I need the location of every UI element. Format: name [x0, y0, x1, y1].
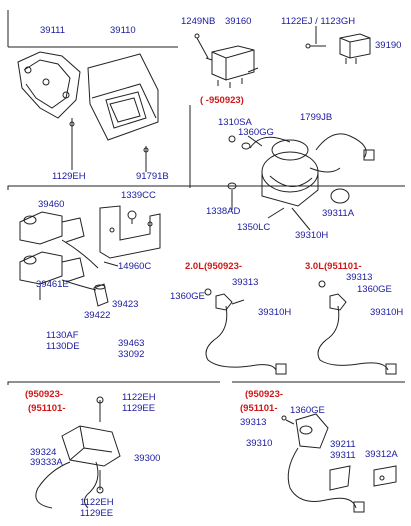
label-39422: 39422: [84, 310, 111, 321]
section-divider-main: [7, 185, 405, 190]
label-39310H-b: 39310H: [258, 307, 292, 318]
condition-950923-c: (950923-: [245, 389, 284, 400]
label-1360GE-b: 1360GE: [357, 284, 392, 295]
mounting-bracket: [99, 205, 161, 259]
label-1130AF: 1130AF: [46, 330, 79, 341]
label-1360GE-a: 1360GE: [170, 291, 205, 302]
label-39111: 39111: [40, 25, 66, 36]
label-1249NB: 1249NB: [181, 16, 216, 27]
label-1122EH-a: 1122EH: [122, 392, 156, 403]
condition-2-0L: 2.0L(950923-: [185, 261, 243, 272]
label-39333A: 39333A: [30, 457, 63, 468]
label-1129EE-a: 1129EE: [122, 403, 156, 414]
condition-950923-a: ( -950923): [200, 95, 244, 106]
crank-sensor-2-0L: [205, 293, 287, 375]
label-39461E: 39461E: [36, 279, 69, 290]
label-1130DE: 1130DE: [46, 341, 80, 352]
label-39312A: 39312A: [365, 449, 398, 460]
bracket-39312A: [373, 465, 397, 487]
label-39311A: 39311A: [322, 208, 355, 219]
ecu-39110: [87, 53, 159, 141]
label-39310H-c: 39310H: [370, 307, 404, 318]
solenoid-39460: [19, 211, 85, 245]
label-39463: 39463: [118, 338, 145, 349]
label-39423: 39423: [112, 299, 139, 310]
label-39313-b: 39313: [346, 272, 373, 283]
label-39310: 39310: [246, 438, 273, 449]
solenoid-39461E: [19, 251, 85, 300]
label-39190: 39190: [375, 40, 402, 51]
condition-951101-b: (951101-: [240, 403, 278, 414]
label-1122EJ: 1122EJ / 1123GH: [281, 16, 356, 27]
label-1310SA: 1310SA: [218, 117, 252, 128]
map-sensor-39300: [35, 425, 121, 509]
label-33092: 33092: [118, 349, 145, 360]
label-1350LC: 1350LC: [237, 222, 271, 233]
relay-39160: [205, 45, 259, 88]
label-39460: 39460: [38, 199, 65, 210]
cam-sensor-39310: [287, 413, 365, 513]
condition-950923-b: (950923-: [25, 389, 64, 400]
crank-sensor-3-0L: [317, 293, 397, 375]
label-1129EH: 1129EH: [52, 171, 86, 182]
relay-39190: [339, 33, 371, 64]
label-1122EH-b: 1122EH: [80, 497, 114, 508]
label-1360GG: 1360GG: [238, 127, 274, 138]
distributor-assembly: [241, 136, 341, 207]
label-91791B: 91791B: [136, 171, 169, 182]
label-39310H-a: 39310H: [295, 230, 329, 241]
label-39313-a: 39313: [232, 277, 259, 288]
label-39324: 39324: [30, 447, 57, 458]
sensor-wire-1799JB: [315, 133, 375, 161]
label-1799JB: 1799JB: [300, 112, 333, 123]
label-39160: 39160: [225, 16, 252, 27]
ecu-bracket-39111: [17, 51, 81, 119]
label-1129EE-b: 1129EE: [80, 508, 114, 519]
label-39300: 39300: [134, 453, 161, 464]
label-1339CC: 1339CC: [121, 190, 156, 201]
label-39313-c: 39313: [240, 417, 267, 428]
label-39110: 39110: [110, 25, 136, 36]
label-39211: 39211: [330, 439, 356, 450]
section-divider-map: [7, 381, 220, 385]
condition-951101-a: (951101-: [28, 403, 66, 414]
section-divider-ecu: [7, 10, 178, 48]
o-ring: [330, 188, 350, 204]
condition-3-0L: 3.0L(951101-: [305, 261, 362, 272]
label-14960C: 14960C: [118, 261, 152, 272]
label-1360GE-c: 1360GE: [290, 405, 325, 416]
label-39311: 39311: [330, 450, 356, 461]
filter-39423: [93, 283, 109, 307]
label-1338AD: 1338AD: [206, 206, 241, 217]
